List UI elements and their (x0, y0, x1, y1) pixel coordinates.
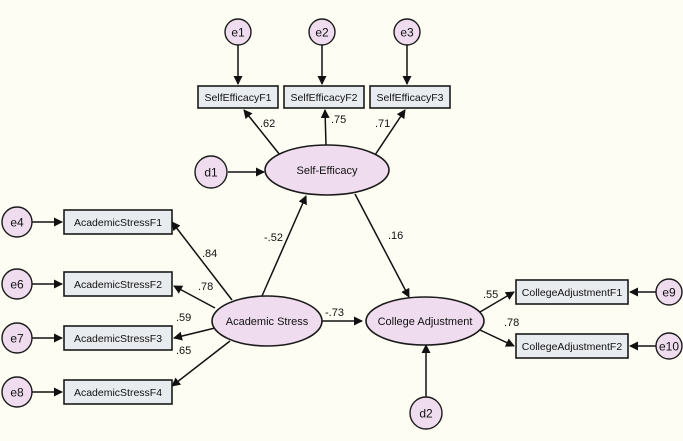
edge-ca-to-ca-f2 (479, 329, 515, 347)
error-e3: e3 (393, 18, 421, 46)
edge-as-to-as-f2 (173, 285, 216, 309)
error-e6-label: e6 (10, 278, 24, 292)
observed-self-efficacy-f1-label: SelfEfficacyF1 (205, 92, 272, 104)
error-e8-label: e8 (10, 386, 24, 400)
coef-as-f1: .84 (202, 248, 217, 260)
edge-as-to-as-f3 (173, 327, 216, 341)
latent-self-efficacy-label: Self-Efficacy (297, 165, 358, 177)
coef-as-f3: .59 (176, 312, 191, 324)
coef-as-to-se: -.52 (264, 232, 283, 244)
error-e2-label: e2 (315, 26, 329, 40)
error-e7: e7 (1, 322, 33, 354)
edge-se-to-se-f2 (320, 109, 330, 146)
error-e4: e4 (1, 206, 33, 238)
error-e3-label: e3 (400, 26, 414, 40)
edge-se-to-se-f1 (243, 109, 281, 156)
coef-se-f2: .75 (331, 114, 346, 126)
edge-se-to-se-f3 (374, 109, 406, 156)
observed-academic-stress-f2-label: AcademicStressF2 (74, 279, 162, 291)
edge-ca-to-ca-f1 (479, 291, 515, 313)
error-e6: e6 (1, 268, 33, 300)
error-e9: e9 (655, 278, 683, 306)
coef-as-f4: .65 (176, 345, 191, 357)
error-e10: e10 (655, 332, 683, 360)
observed-academic-stress-f1: AcademicStressF1 (63, 209, 173, 235)
observed-self-efficacy-f2: SelfEfficacyF2 (283, 85, 365, 109)
coef-as-to-ca: -.73 (325, 307, 344, 319)
latent-academic-stress-label: Academic Stress (226, 316, 309, 328)
error-e9-label: e9 (662, 286, 676, 300)
disturbance-d1: d1 (194, 155, 228, 189)
observed-academic-stress-f3: AcademicStressF3 (63, 325, 173, 351)
coef-ca-f1: .55 (483, 289, 498, 301)
observed-academic-stress-f1-label: AcademicStressF1 (74, 217, 162, 229)
observed-college-adjustment-f2-label: CollegeAdjustmentF2 (522, 341, 623, 353)
edge-as-to-se (261, 195, 307, 297)
error-e7-label: e7 (10, 332, 24, 346)
coef-se-to-ca: .16 (388, 230, 403, 242)
latent-academic-stress: Academic Stress (211, 295, 323, 347)
coef-se-f3: .71 (375, 118, 390, 130)
disturbance-d1-label: d1 (204, 166, 218, 180)
observed-academic-stress-f3-label: AcademicStressF3 (74, 333, 162, 345)
coef-as-f2: .78 (198, 281, 213, 293)
observed-college-adjustment-f1-label: CollegeAdjustmentF1 (522, 287, 623, 299)
edge-se-to-ca (354, 193, 410, 298)
error-e1: e1 (224, 18, 252, 46)
observed-academic-stress-f2: AcademicStressF2 (63, 271, 173, 297)
observed-academic-stress-f4: AcademicStressF4 (63, 379, 173, 405)
observed-self-efficacy-f2-label: SelfEfficacyF2 (291, 92, 358, 104)
edge-as-to-as-f4 (171, 340, 231, 387)
observed-academic-stress-f4-label: AcademicStressF4 (74, 387, 162, 399)
observed-self-efficacy-f3: SelfEfficacyF3 (369, 85, 451, 109)
disturbance-d2: d2 (409, 396, 443, 430)
latent-self-efficacy: Self-Efficacy (264, 144, 390, 196)
observed-college-adjustment-f2: CollegeAdjustmentF2 (515, 333, 629, 359)
disturbance-d2-label: d2 (419, 407, 433, 421)
latent-college-adjustment-label: College Adjustment (378, 316, 473, 328)
error-e4-label: e4 (10, 216, 24, 230)
error-e1-label: e1 (231, 26, 245, 40)
error-e10-label: e10 (659, 340, 679, 354)
error-e2: e2 (308, 18, 336, 46)
coef-ca-f2: .78 (504, 317, 519, 329)
observed-college-adjustment-f1: CollegeAdjustmentF1 (515, 279, 629, 305)
error-e8: e8 (1, 376, 33, 408)
observed-self-efficacy-f1: SelfEfficacyF1 (197, 85, 279, 109)
latent-college-adjustment: College Adjustment (365, 296, 485, 346)
coef-se-f1: .62 (260, 118, 275, 130)
observed-self-efficacy-f3-label: SelfEfficacyF3 (377, 92, 444, 104)
edge-as-to-as-f1 (171, 221, 233, 301)
